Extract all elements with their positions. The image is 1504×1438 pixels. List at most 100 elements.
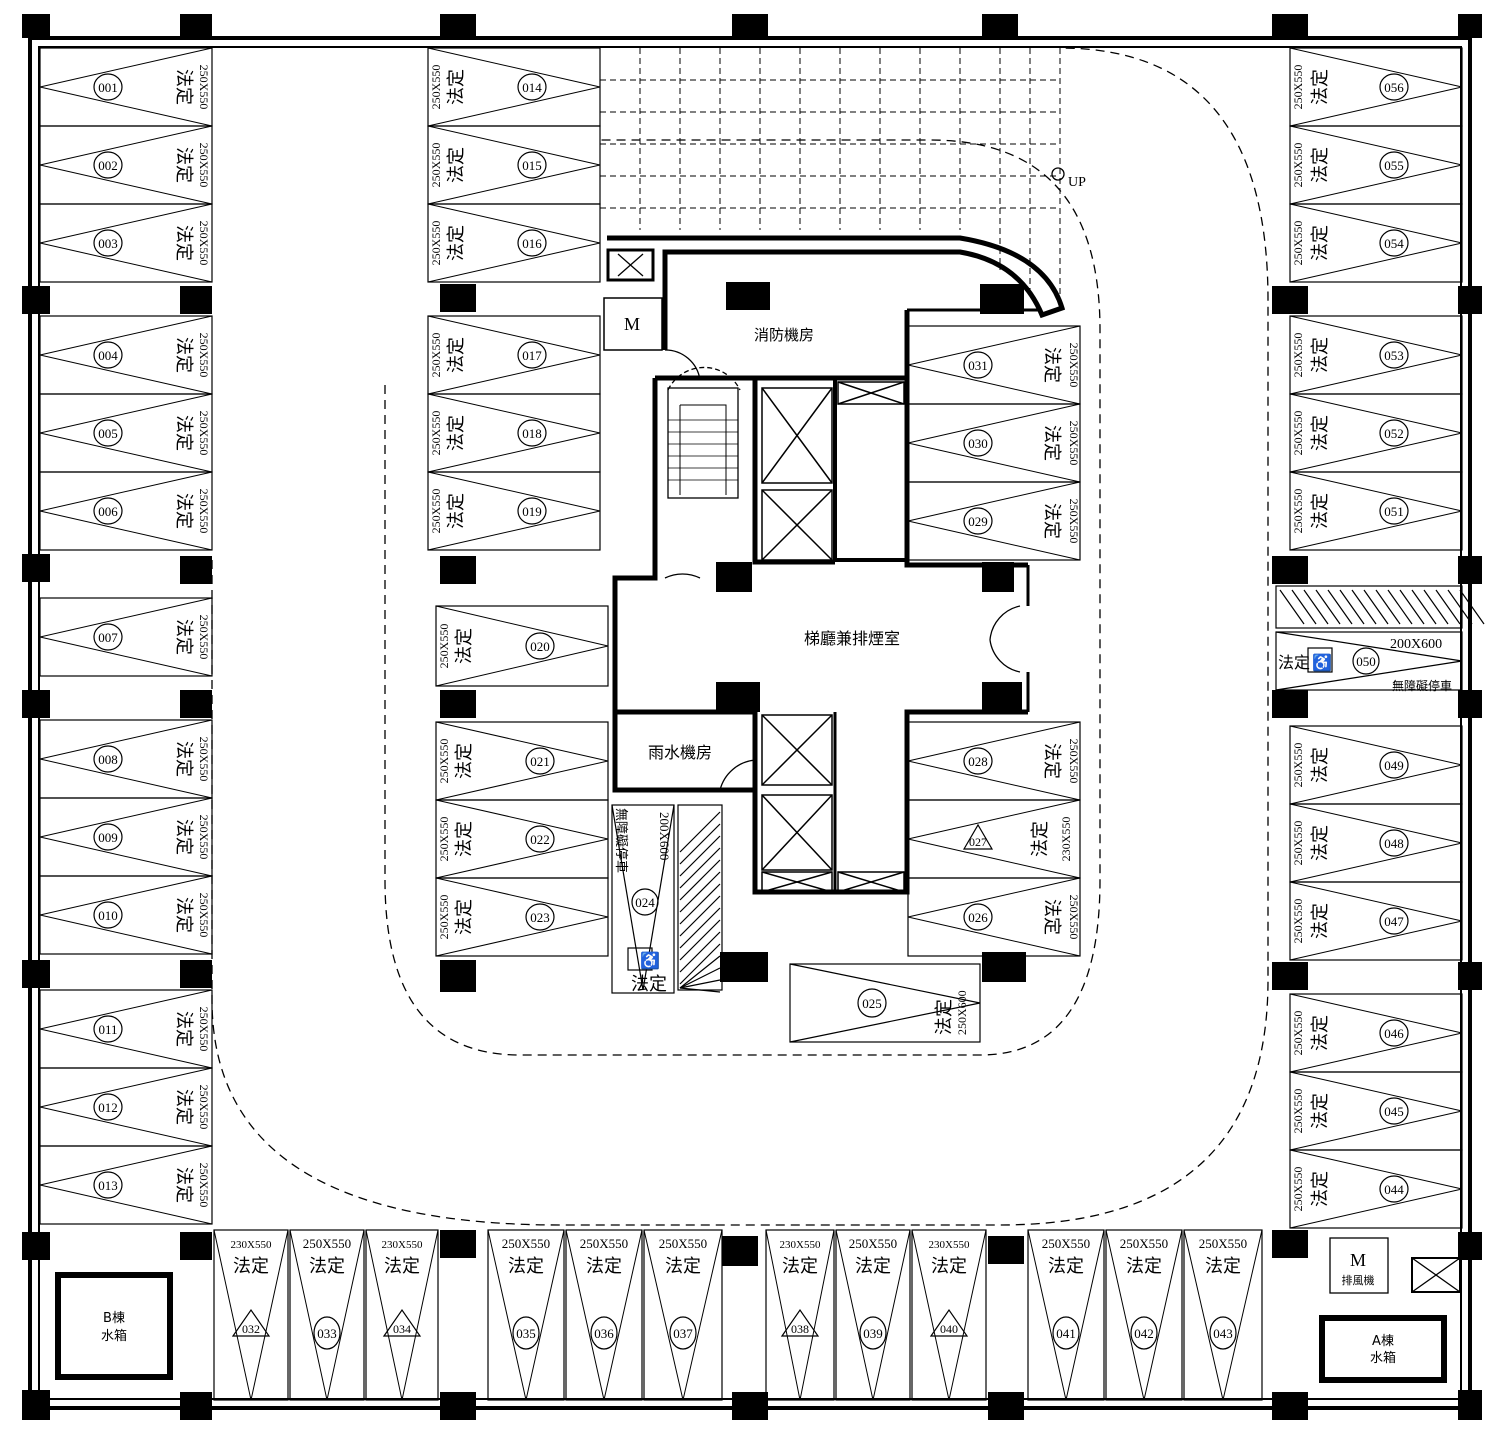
column bbox=[1458, 690, 1482, 718]
stall-size: 250X550 bbox=[1067, 499, 1081, 544]
hatch-line bbox=[679, 943, 721, 985]
stall-size: 250X550 bbox=[1067, 343, 1081, 388]
column bbox=[732, 1392, 768, 1420]
tank-a-label-2: 水箱 bbox=[1370, 1350, 1396, 1366]
stall-number: 006 bbox=[98, 504, 118, 519]
stall-size: 250X550 bbox=[303, 1236, 351, 1251]
hatch-line bbox=[1387, 589, 1413, 625]
column bbox=[180, 1232, 212, 1260]
stall-number: 056 bbox=[1384, 80, 1404, 95]
stall-size: 250X550 bbox=[197, 815, 211, 860]
stall-number: 009 bbox=[98, 830, 118, 845]
stall-legal: 法定 bbox=[1310, 1171, 1330, 1207]
hatch-line bbox=[679, 847, 721, 889]
stall-size: 250X550 bbox=[580, 1236, 628, 1251]
hatch-line bbox=[679, 823, 721, 865]
stall-size: 250X550 bbox=[1291, 743, 1305, 788]
fire-pump-room-label: 消防機房 bbox=[754, 326, 814, 344]
stall-number: 029 bbox=[968, 514, 988, 529]
hatch-line bbox=[1327, 589, 1353, 625]
column bbox=[22, 690, 50, 718]
stall-size: 250X550 bbox=[1291, 821, 1305, 866]
hatch-line bbox=[679, 967, 721, 989]
stall-number: 013 bbox=[98, 1178, 118, 1193]
stall-050-accessible: 無障礙停車 bbox=[1392, 678, 1452, 693]
hatch-line bbox=[1399, 589, 1425, 625]
hatch-line bbox=[679, 907, 721, 949]
stall-legal: 法定 bbox=[586, 1256, 622, 1276]
stall-size: 250X550 bbox=[1291, 143, 1305, 188]
stall-size: 250X550 bbox=[429, 411, 443, 456]
hatch-line bbox=[679, 895, 721, 937]
rainwater-room-label: 雨水機房 bbox=[648, 743, 712, 762]
stall-number: 041 bbox=[1056, 1326, 1076, 1341]
stall-number: 052 bbox=[1384, 426, 1404, 441]
elevator-lobby-label: 梯廳兼排煙室 bbox=[804, 629, 900, 648]
stall-legal: 法定 bbox=[446, 493, 466, 529]
stall-legal: 法定 bbox=[174, 493, 194, 529]
stall-number: 028 bbox=[968, 754, 988, 769]
stall-legal: 法定 bbox=[1310, 493, 1330, 529]
stall-number: 038 bbox=[791, 1322, 809, 1336]
stall-size: 250X550 bbox=[197, 411, 211, 456]
column bbox=[22, 1232, 50, 1260]
hatch-line bbox=[1351, 589, 1377, 625]
stall-legal: 法定 bbox=[233, 1256, 269, 1276]
stall-size: 250X550 bbox=[437, 739, 451, 784]
stall-legal: 法定 bbox=[1126, 1256, 1162, 1276]
hatch-line bbox=[1291, 589, 1317, 625]
stall-size: 250X550 bbox=[197, 615, 211, 660]
hatch-line bbox=[679, 871, 721, 913]
stall-legal: 法定 bbox=[1310, 69, 1330, 105]
stall-size: 250X550 bbox=[659, 1236, 707, 1251]
column bbox=[1458, 962, 1482, 990]
stall-size: 250X550 bbox=[197, 1163, 211, 1208]
stall-size: 250X550 bbox=[1291, 1167, 1305, 1212]
stall-number: 014 bbox=[522, 80, 542, 95]
stall-size: 250X550 bbox=[197, 1007, 211, 1052]
stall-size: 250X550 bbox=[197, 737, 211, 782]
stall-number: 055 bbox=[1384, 158, 1404, 173]
column bbox=[440, 14, 476, 38]
hatch-line bbox=[679, 919, 721, 961]
stall-024 bbox=[611, 804, 675, 994]
stall-legal: 法定 bbox=[174, 147, 194, 183]
stall-number: 008 bbox=[98, 752, 118, 767]
stall-050-size: 200X600 bbox=[1390, 637, 1442, 652]
stall-number: 005 bbox=[98, 426, 118, 441]
stall-size: 250X550 bbox=[1067, 895, 1081, 940]
hatch-line bbox=[1375, 589, 1401, 625]
stall-size: 250X550 bbox=[1291, 1089, 1305, 1134]
building-structure bbox=[28, 36, 1472, 1410]
stall-size: 250X550 bbox=[1067, 421, 1081, 466]
stall-legal: 法定 bbox=[1310, 903, 1330, 939]
column bbox=[1458, 1232, 1482, 1260]
column bbox=[22, 960, 50, 988]
stall-size: 250X550 bbox=[197, 1085, 211, 1130]
stall-legal: 法定 bbox=[446, 225, 466, 261]
stall-legal: 法定 bbox=[1310, 147, 1330, 183]
column bbox=[180, 960, 212, 988]
hatch-line bbox=[679, 987, 721, 993]
stall-legal: 法定 bbox=[665, 1256, 701, 1276]
hatch-line bbox=[1315, 589, 1341, 625]
stall-number: 040 bbox=[940, 1322, 958, 1336]
column bbox=[716, 682, 760, 712]
column bbox=[988, 1236, 1024, 1264]
hatch-line bbox=[679, 955, 721, 989]
stall-size: 230X550 bbox=[929, 1239, 970, 1251]
